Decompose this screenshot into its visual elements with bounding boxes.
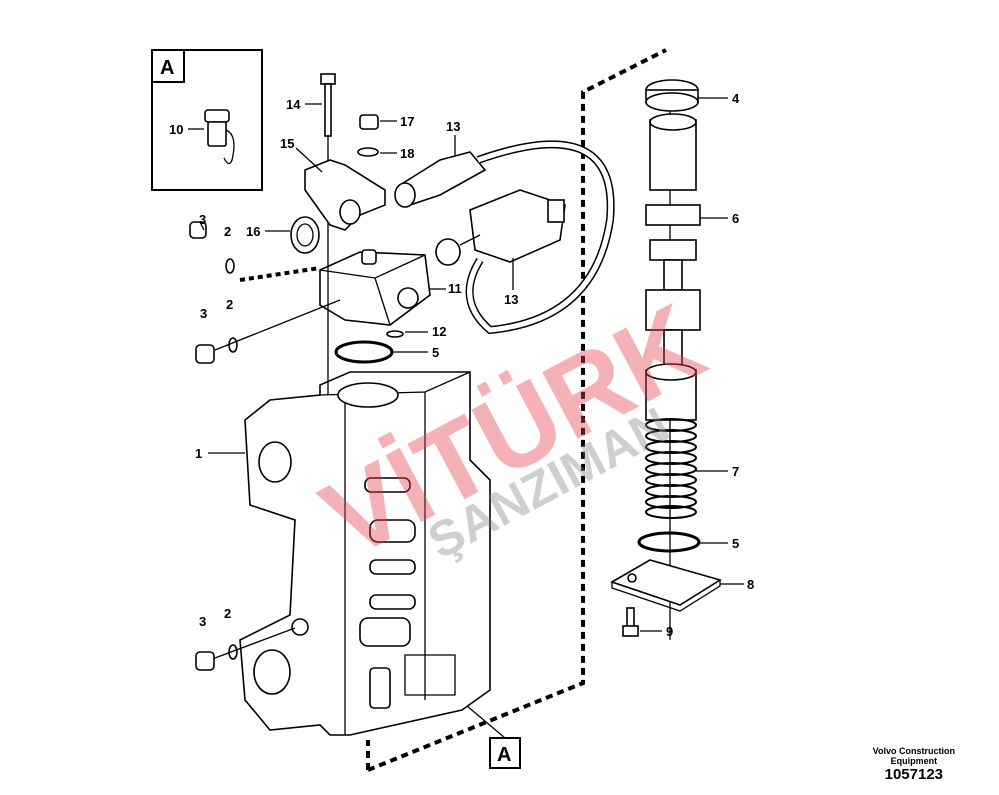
bolt-part-9 [622,607,639,637]
drawing-number: 1057123 [884,766,944,783]
callout-label: 1 [195,446,202,461]
nut-part-16 [290,216,320,254]
company-name-2: Equipment [890,756,938,766]
callout-label: 16 [246,224,260,239]
detail-boundary [367,48,667,772]
plug-part-3-mid [195,337,238,364]
o-ring-part-12 [386,330,404,338]
plug-part-3-bottom [195,644,238,671]
solenoid-part-13-upper [394,140,615,335]
detail-a-marker-bottom: A [459,699,521,769]
callout-label: 12 [432,324,446,339]
callout-label: 2 [226,297,233,312]
spool-part-6 [645,113,701,421]
callout-label: 11 [448,281,462,296]
callout-label: 4 [732,91,740,106]
company-name: Volvo Construction [872,746,955,756]
o-ring-part-5-left [334,340,394,364]
callout-label: 8 [747,577,754,592]
bracket-part-15 [304,159,386,231]
o-ring-part-18 [357,147,379,157]
callout-label: 17 [400,114,414,129]
callout-label: 7 [732,464,739,479]
callout-label: 3 [199,212,206,227]
callout-label: A [160,57,174,79]
pilot-block-part-11 [319,249,431,326]
callout-label: 10 [169,122,183,137]
valve-body-part-1 [239,371,491,736]
publisher-block: Volvo Construction Equipment 1057123 [873,746,955,783]
test-nipple-part-10 [204,109,235,165]
callout-label: 3 [200,306,207,321]
cover-plate-part-8 [610,559,722,612]
detail-a-box: A 10 [151,49,263,191]
bolt-part-14 [320,73,336,137]
callout-label: 9 [666,624,673,639]
solenoid-part-13-lower [435,189,566,266]
seal-part-4 [645,79,699,112]
callout-label: 15 [280,136,294,151]
callout-label: 14 [286,97,301,112]
o-ring-part-5-right [637,531,701,553]
plug-part-17 [359,114,379,130]
callout-label: 6 [732,211,739,226]
callout-label: 5 [732,536,739,551]
callout-label: 5 [432,345,439,360]
callout-label: 2 [224,224,231,239]
spring-part-7 [645,418,697,519]
callout-label: A [497,744,511,766]
callout-label: 13 [504,292,518,307]
callout-label: 13 [446,119,460,134]
callout-label: 3 [199,614,206,629]
callout-label: 2 [224,606,231,621]
callout-label: 18 [400,146,414,161]
